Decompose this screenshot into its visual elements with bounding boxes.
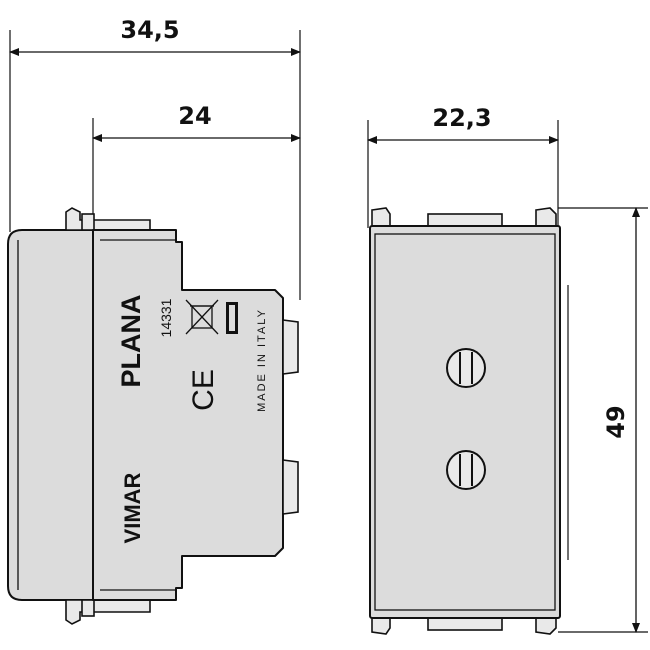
front-face <box>369 225 561 619</box>
dim-height: 49 <box>602 405 630 438</box>
bottom-clip <box>65 599 151 625</box>
dim-overall-depth: 34,5 <box>120 16 179 44</box>
side-body <box>92 229 284 601</box>
code-label: 14331 <box>158 298 174 337</box>
front-cover <box>7 229 94 601</box>
dim-width: 22,3 <box>432 104 491 132</box>
dim-body-depth: 24 <box>178 102 211 130</box>
ce-mark: CE <box>187 369 220 411</box>
front-view: 22,3 49 <box>367 104 648 635</box>
brand-label: VIMAR <box>120 472 145 543</box>
series-label: PLANA <box>116 295 146 388</box>
origin-label: MADE IN ITALY <box>256 308 268 412</box>
rear-terminal-upper <box>282 319 299 375</box>
screw-upper-icon <box>446 348 486 388</box>
screw-lower-icon <box>446 450 486 490</box>
weee-bin-icon <box>185 299 238 335</box>
side-view: VIMAR PLANA 14331 CE MADE IN ITALY 34,5 … <box>7 16 301 625</box>
rear-terminal-lower <box>282 459 299 515</box>
top-clip <box>65 207 151 231</box>
